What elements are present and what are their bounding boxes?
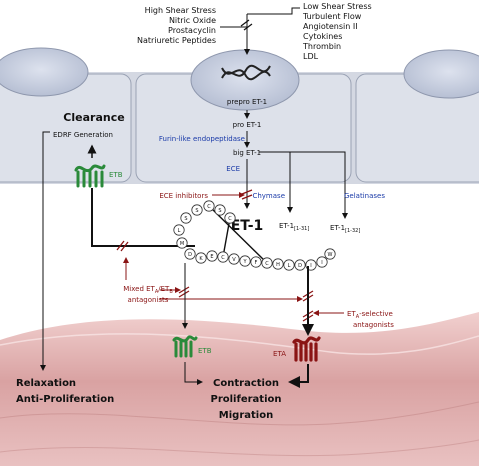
peptide-residue bbox=[173, 224, 185, 236]
smooth-muscle-layer bbox=[0, 312, 479, 466]
stimulus-nitric-oxide: Nitric Oxide bbox=[169, 16, 216, 25]
edrf-bracket bbox=[42, 131, 50, 134]
stimulus-angiotensin: Angiotensin II bbox=[303, 22, 358, 31]
clearance-label: Clearance bbox=[63, 111, 124, 124]
furin-label: Furin-like endopeptidase bbox=[159, 135, 245, 143]
peptide-residue bbox=[316, 256, 328, 268]
peptide-residue-letter: S bbox=[218, 208, 221, 214]
peptide-residue bbox=[224, 212, 236, 224]
contraction-label: Contraction bbox=[213, 378, 279, 389]
ece-label: ECE bbox=[226, 165, 240, 173]
peptide-residue-letter: L bbox=[288, 263, 291, 269]
arrow-etb-to-contraction bbox=[184, 362, 203, 385]
stimulus-high-shear: High Shear Stress bbox=[145, 6, 216, 15]
eta-selective-line2: antagonists bbox=[353, 321, 394, 329]
et1-32-label: ET-1[1-32] bbox=[330, 224, 360, 234]
peptide-residue-letter: I bbox=[321, 260, 322, 266]
peptide-residue-letter: C bbox=[265, 261, 269, 267]
proliferation-label: Proliferation bbox=[211, 394, 282, 405]
et1-to-etb-path bbox=[91, 188, 195, 247]
stimuli-left: High Shear Stress Nitric Oxide Prostacyc… bbox=[137, 6, 216, 45]
ece-block-mark bbox=[241, 189, 253, 200]
etb-block-mark bbox=[116, 240, 129, 252]
peptide-residue bbox=[272, 258, 284, 270]
mixed-block-etb bbox=[178, 286, 190, 298]
peptide-residue-letter: D bbox=[188, 252, 192, 258]
peptide-residue-letter: C bbox=[228, 216, 232, 222]
migration-label: Migration bbox=[219, 410, 273, 421]
peptide-residue-letter: C bbox=[221, 255, 225, 261]
peptide-residue bbox=[176, 237, 188, 249]
disulfide-bond bbox=[208, 205, 268, 264]
stimulus-prostacyclin: Prostacyclin bbox=[168, 26, 216, 35]
arrow-chymase bbox=[259, 151, 293, 213]
peptide-residue-letter: K bbox=[199, 256, 203, 262]
pro-et1-label: pro ET-1 bbox=[233, 121, 262, 129]
peptide-residue bbox=[180, 212, 192, 224]
big-et1-label: big ET-1 bbox=[233, 149, 261, 157]
eta-selective-line1: ETA-selective bbox=[347, 310, 393, 320]
eta-smooth-label: ETA bbox=[273, 350, 286, 358]
etb-endothelial-label: ETB bbox=[109, 171, 123, 179]
et1-31-label: ET-1[1-31] bbox=[279, 222, 309, 232]
peptide-residue-letter: V bbox=[232, 257, 236, 263]
peptide-residue bbox=[294, 259, 306, 271]
peptide-residue-letter: M bbox=[180, 241, 184, 247]
peptide-residue-letter: L bbox=[178, 228, 181, 234]
stimuli-right: Low Shear Stress Turbulent Flow Angioten… bbox=[302, 2, 372, 61]
peptide-residue bbox=[195, 252, 207, 264]
stimulus-ldl: LDL bbox=[303, 52, 319, 61]
endothelial-layer bbox=[0, 47, 479, 184]
stimulus-turbulent-flow: Turbulent Flow bbox=[302, 12, 362, 21]
prepro-et1-label: prepro ET-1 bbox=[227, 98, 267, 106]
peptide-residue bbox=[228, 253, 240, 265]
peptide-residue-letter: F bbox=[255, 260, 258, 266]
peptide-residue-letter: I bbox=[310, 263, 311, 269]
dna-icon bbox=[221, 64, 271, 81]
stimulus-thrombin: Thrombin bbox=[302, 42, 341, 51]
peptide-residue bbox=[203, 200, 215, 212]
relaxation-label: Relaxation bbox=[16, 378, 76, 389]
peptide-residue-letter: D bbox=[298, 263, 302, 269]
peptide-residue-letter: Y bbox=[242, 259, 247, 265]
stimulus-cytokines: Cytokines bbox=[303, 32, 342, 41]
stimulus-natriuretic: Natriuretic Peptides bbox=[137, 36, 216, 45]
peptide-residue-letter: E bbox=[210, 254, 213, 260]
edrf-label: EDRF Generation bbox=[53, 131, 113, 139]
peptide-residue-letter: W bbox=[328, 252, 333, 258]
etb-endothelial-receptor-icon bbox=[74, 164, 106, 188]
gelatinases-label: Gelatinases bbox=[344, 192, 385, 200]
et1-label: ET-1 bbox=[231, 218, 264, 234]
peptide-residue-letter: S bbox=[184, 216, 187, 222]
stimuli-arrows bbox=[220, 7, 300, 55]
disulfide-bond bbox=[222, 217, 231, 258]
peptide-residue bbox=[184, 248, 196, 260]
peptide-residue bbox=[250, 256, 262, 268]
etb-smooth-label: ETB bbox=[198, 347, 212, 355]
peptide-residue-letter: S bbox=[195, 208, 198, 214]
peptide-residue bbox=[217, 251, 229, 263]
chymase-label: Chymase bbox=[252, 192, 285, 200]
peptide-residue bbox=[191, 204, 203, 216]
mixed-antagonists-line1: Mixed ETA/ETB bbox=[123, 285, 173, 295]
peptide-residue bbox=[214, 204, 226, 216]
etb-smooth-receptor-icon bbox=[172, 335, 198, 358]
peptide-residue-letter: C bbox=[207, 204, 211, 210]
peptide-residue-letter: H bbox=[276, 262, 280, 268]
anti-proliferation-label: Anti-Proliferation bbox=[16, 394, 114, 405]
arrow-eta-to-contraction bbox=[288, 364, 309, 388]
ece-inhibitors-label: ECE inhibitors bbox=[159, 192, 208, 200]
mixed-antagonists-line2: antagonists bbox=[128, 296, 169, 304]
peptide-residue bbox=[261, 257, 273, 269]
peptide-residue bbox=[206, 250, 218, 262]
stimulus-low-shear: Low Shear Stress bbox=[303, 2, 372, 11]
eta-smooth-receptor-icon bbox=[292, 336, 321, 362]
peptide-residue bbox=[324, 248, 336, 260]
peptide-residue bbox=[283, 259, 295, 271]
peptide-residue bbox=[239, 255, 251, 267]
